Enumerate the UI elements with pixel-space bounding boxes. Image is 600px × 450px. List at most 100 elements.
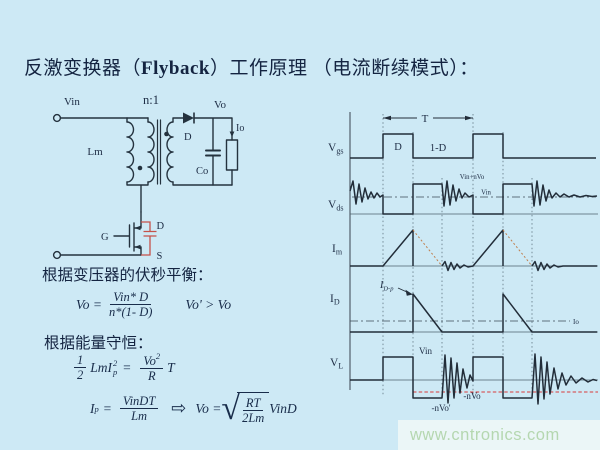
im-main: I [332,243,336,255]
mosfet-drain-arrow [134,225,141,231]
label-duty-on: D [394,142,402,153]
radical-den: 2Lm [242,411,265,426]
load-resistor [225,139,239,171]
row-label-id: ID [330,293,340,307]
energy2-lhs-sub: p [94,403,99,414]
implies-arrow-icon: ⇨ [171,398,187,420]
half-den: 2 [77,368,84,383]
snubber-capacitor [141,221,157,256]
label-vds-peak: Vin+nVo [460,174,485,181]
watermark-text: www.cntronics.com [410,426,560,444]
half-num: 1 [74,353,87,369]
formula-voltsec: Vo = Vin* D n*(1- D) Vo' > Vo [76,290,231,320]
id-main: I [330,293,334,305]
im-waveform [350,229,597,272]
voltsec-note: Vo' > Vo [185,296,232,312]
row-baselines [350,213,598,381]
co-capacitor [205,149,221,157]
transformer-core [156,119,162,185]
energ2-den: Lm [131,409,148,424]
waveform-panel: T D 1-D Vin+nVo Vin Io ID-p Vin -nVo -nV… [328,112,598,413]
output-diode [183,112,195,124]
radical-num: RT [242,396,264,412]
primary-winding [147,121,155,183]
vds-sub: ds [336,204,343,213]
label-io: Io [236,123,244,134]
row-label-vgs: Vgs [328,142,343,156]
mosfet-symbol [113,211,142,256]
energy1-sup: 2 [113,358,118,369]
label-idp: ID-p [379,280,394,293]
energy1-fraction: Vo2 R [140,351,164,384]
row-label-vds: Vds [328,199,343,213]
title-flyback: Flyback [141,58,210,79]
energy1-coef: LmI [90,359,113,375]
watermark-band: www.cntronics.com [398,420,600,450]
vin-terminal-top [52,113,62,123]
energy2-eq: = [102,400,112,416]
energy2-tail: VinD [269,400,297,416]
period-arrow [383,115,473,121]
im-sub: m [336,248,343,257]
voltsec-fraction: Vin* D n*(1- D) [106,290,155,320]
energy-heading: 根据能量守恒： [44,335,153,352]
page-title: 反激变换器（Flyback）工作原理 （电流断续模式）： [24,53,479,80]
vgs-main: V [328,142,337,154]
lm-winding [126,121,135,183]
io-arrow [229,131,235,137]
label-diode: D [184,132,192,143]
idp-sub: D-p [382,286,394,293]
energy1-num-sup: 2 [155,351,161,361]
label-vl-nvo-prime: -nVo' [432,403,451,413]
label-drain: D [157,221,165,232]
id-waveform [350,293,597,333]
label-vo: Vo [214,99,227,111]
period-guides [382,114,533,398]
vds-waveform [349,180,598,215]
im-decay-dotted [412,229,533,267]
id-sub: D [334,298,340,307]
wire-secondary [172,117,233,186]
wire-output [193,117,233,186]
label-co: Co [196,166,208,177]
energy2-lhs: I [90,400,95,416]
energy1-num-base: Vo [143,354,156,368]
vl-main: V [330,357,339,369]
vds-main: V [328,199,337,211]
label-io-level: Io [573,318,579,326]
vl-sub: L [338,362,343,371]
idp-main: I [379,280,384,291]
row-label-vl: VL [330,357,343,371]
label-period: T [422,113,429,125]
energy1-sub: p [113,366,118,377]
energy1-den: R [147,369,156,384]
title-pre: 反激变换器（ [24,58,142,79]
label-vds-vin: Vin [481,190,491,197]
vl-waveform [350,353,598,405]
energy2-sqrt: √ RT 2Lm [221,389,270,427]
energy2-num: VinDT [119,394,159,410]
vgs-sub: gs [336,147,343,156]
voltsec-heading: 根据变压器的伏秒平衡： [42,267,213,284]
label-lm: Lm [87,146,103,158]
label-vin: Vin [64,96,80,108]
voltsec-den: n*(1- D) [109,305,153,320]
energy1-tail: T [167,359,175,375]
label-gate: G [101,232,109,243]
row-label-im: Im [332,243,343,257]
title-post: ）工作原理 （电流断续模式）： [209,58,479,79]
primary-dot [137,165,143,171]
radical-fraction: RT 2Lm [239,396,267,426]
voltsec-num: Vin* D [110,290,152,306]
mosfet-source-arrow [134,244,141,250]
voltsec-lhs: Vo = [76,296,102,312]
vin-terminal-bottom [52,250,62,260]
energy1-num: Vo2 [140,351,164,370]
radical-body: RT 2Lm [237,392,270,426]
radical-icon: √ [221,389,241,427]
wire-primary [126,117,149,213]
energy2-fraction: VinDT Lm [119,394,159,424]
secondary-dot [164,131,169,137]
flyback-circuit-diagram: Vin n:1 Lm D Vo Io Co G D S [52,93,244,262]
